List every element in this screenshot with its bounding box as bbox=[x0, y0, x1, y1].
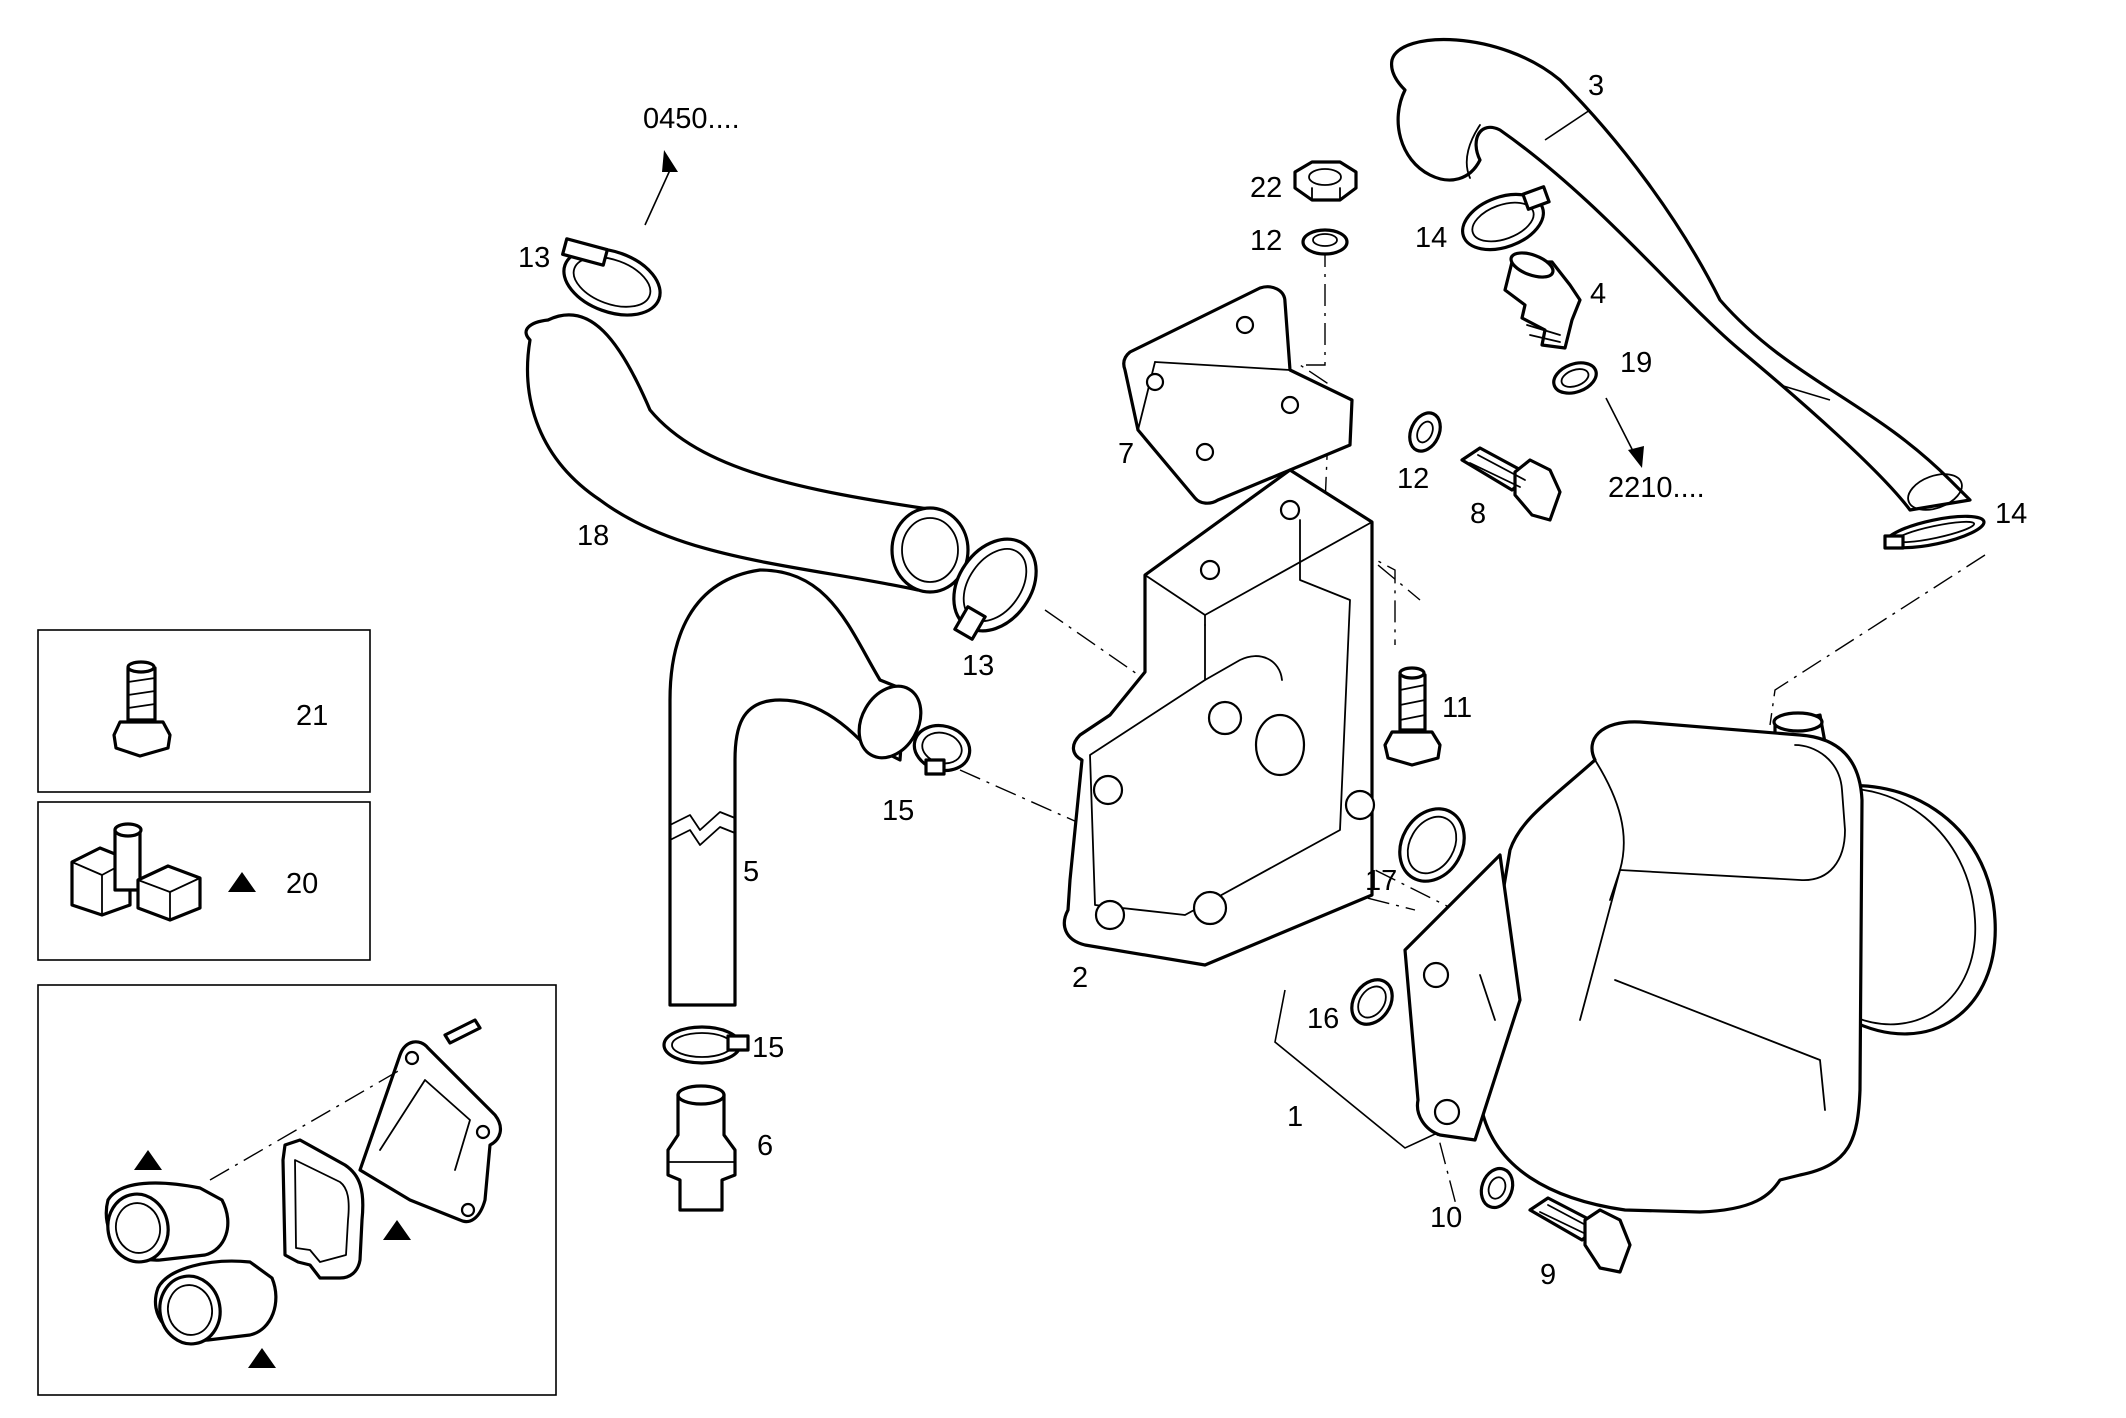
label-part-22: 22 bbox=[1250, 172, 1282, 204]
washer-10 bbox=[1479, 1166, 1515, 1210]
label-part-7: 7 bbox=[1118, 438, 1134, 470]
hose-clamp-13-lower bbox=[952, 537, 1038, 641]
label-part-21: 21 bbox=[296, 700, 328, 732]
heat-exchanger-housing bbox=[1403, 711, 1997, 1214]
o-ring-19 bbox=[1552, 361, 1598, 395]
label-part-11: 11 bbox=[1442, 692, 1472, 724]
label-part-6: 6 bbox=[757, 1130, 773, 1162]
bracket-7 bbox=[1122, 285, 1354, 505]
hose-clamp-14-upper bbox=[1461, 185, 1551, 252]
bolt-9 bbox=[1528, 1196, 1632, 1274]
label-part-12-top: 12 bbox=[1250, 225, 1282, 257]
detail-box-kit bbox=[37, 984, 557, 1396]
label-part-14-upper: 14 bbox=[1415, 222, 1447, 254]
label-part-10: 10 bbox=[1430, 1202, 1462, 1234]
label-part-2: 2 bbox=[1072, 962, 1088, 994]
label-part-13-lower: 13 bbox=[962, 650, 994, 682]
label-part-12-mid: 12 bbox=[1397, 463, 1429, 495]
leader-lines bbox=[644, 109, 1831, 468]
mounting-plate-2 bbox=[1062, 468, 1376, 967]
label-part-4: 4 bbox=[1590, 278, 1606, 310]
label-part-16: 16 bbox=[1307, 1003, 1339, 1035]
washer-12-top bbox=[1301, 228, 1349, 256]
hose-3 bbox=[1389, 38, 1972, 512]
label-part-17: 17 bbox=[1365, 865, 1397, 897]
label-reference-2210: 2210.... bbox=[1608, 472, 1705, 504]
label-part-14-lower: 14 bbox=[1995, 498, 2027, 530]
washer-12-mid bbox=[1408, 411, 1442, 453]
hose-18 bbox=[524, 313, 970, 594]
label-part-15-lower: 15 bbox=[752, 1032, 784, 1064]
label-part-13-top: 13 bbox=[518, 242, 550, 274]
hose-clamp-15-upper bbox=[912, 723, 972, 776]
label-part-19: 19 bbox=[1620, 347, 1652, 379]
bolt-8 bbox=[1460, 446, 1562, 522]
hose-5 bbox=[668, 568, 923, 1007]
label-part-5: 5 bbox=[743, 856, 759, 888]
label-part-18: 18 bbox=[577, 520, 609, 552]
label-part-9: 9 bbox=[1540, 1259, 1556, 1291]
detail-box-20 bbox=[37, 801, 371, 961]
nut-22 bbox=[1293, 160, 1358, 202]
hose-clamp-15-lower bbox=[662, 1025, 750, 1065]
label-part-20: 20 bbox=[286, 868, 318, 900]
bolt-11 bbox=[1383, 666, 1442, 767]
connector-6 bbox=[666, 1084, 737, 1212]
hose-clamp-13-top bbox=[561, 237, 662, 317]
o-ring-16 bbox=[1350, 978, 1394, 1026]
label-part-8: 8 bbox=[1470, 498, 1486, 530]
o-ring-17 bbox=[1398, 807, 1466, 883]
detail-box-21 bbox=[37, 629, 371, 793]
hose-clamp-14-lower bbox=[1883, 514, 1986, 550]
label-part-1: 1 bbox=[1287, 1101, 1303, 1133]
label-part-3: 3 bbox=[1588, 70, 1604, 102]
label-part-15-upper: 15 bbox=[882, 795, 914, 827]
part-labels: 0450.... 2210.... 1 2 3 4 5 6 7 8 9 10 1… bbox=[286, 70, 2027, 1291]
leader-bracket-1 bbox=[1274, 989, 1449, 1149]
label-reference-0450: 0450.... bbox=[643, 103, 740, 135]
fitting-4 bbox=[1503, 251, 1582, 350]
